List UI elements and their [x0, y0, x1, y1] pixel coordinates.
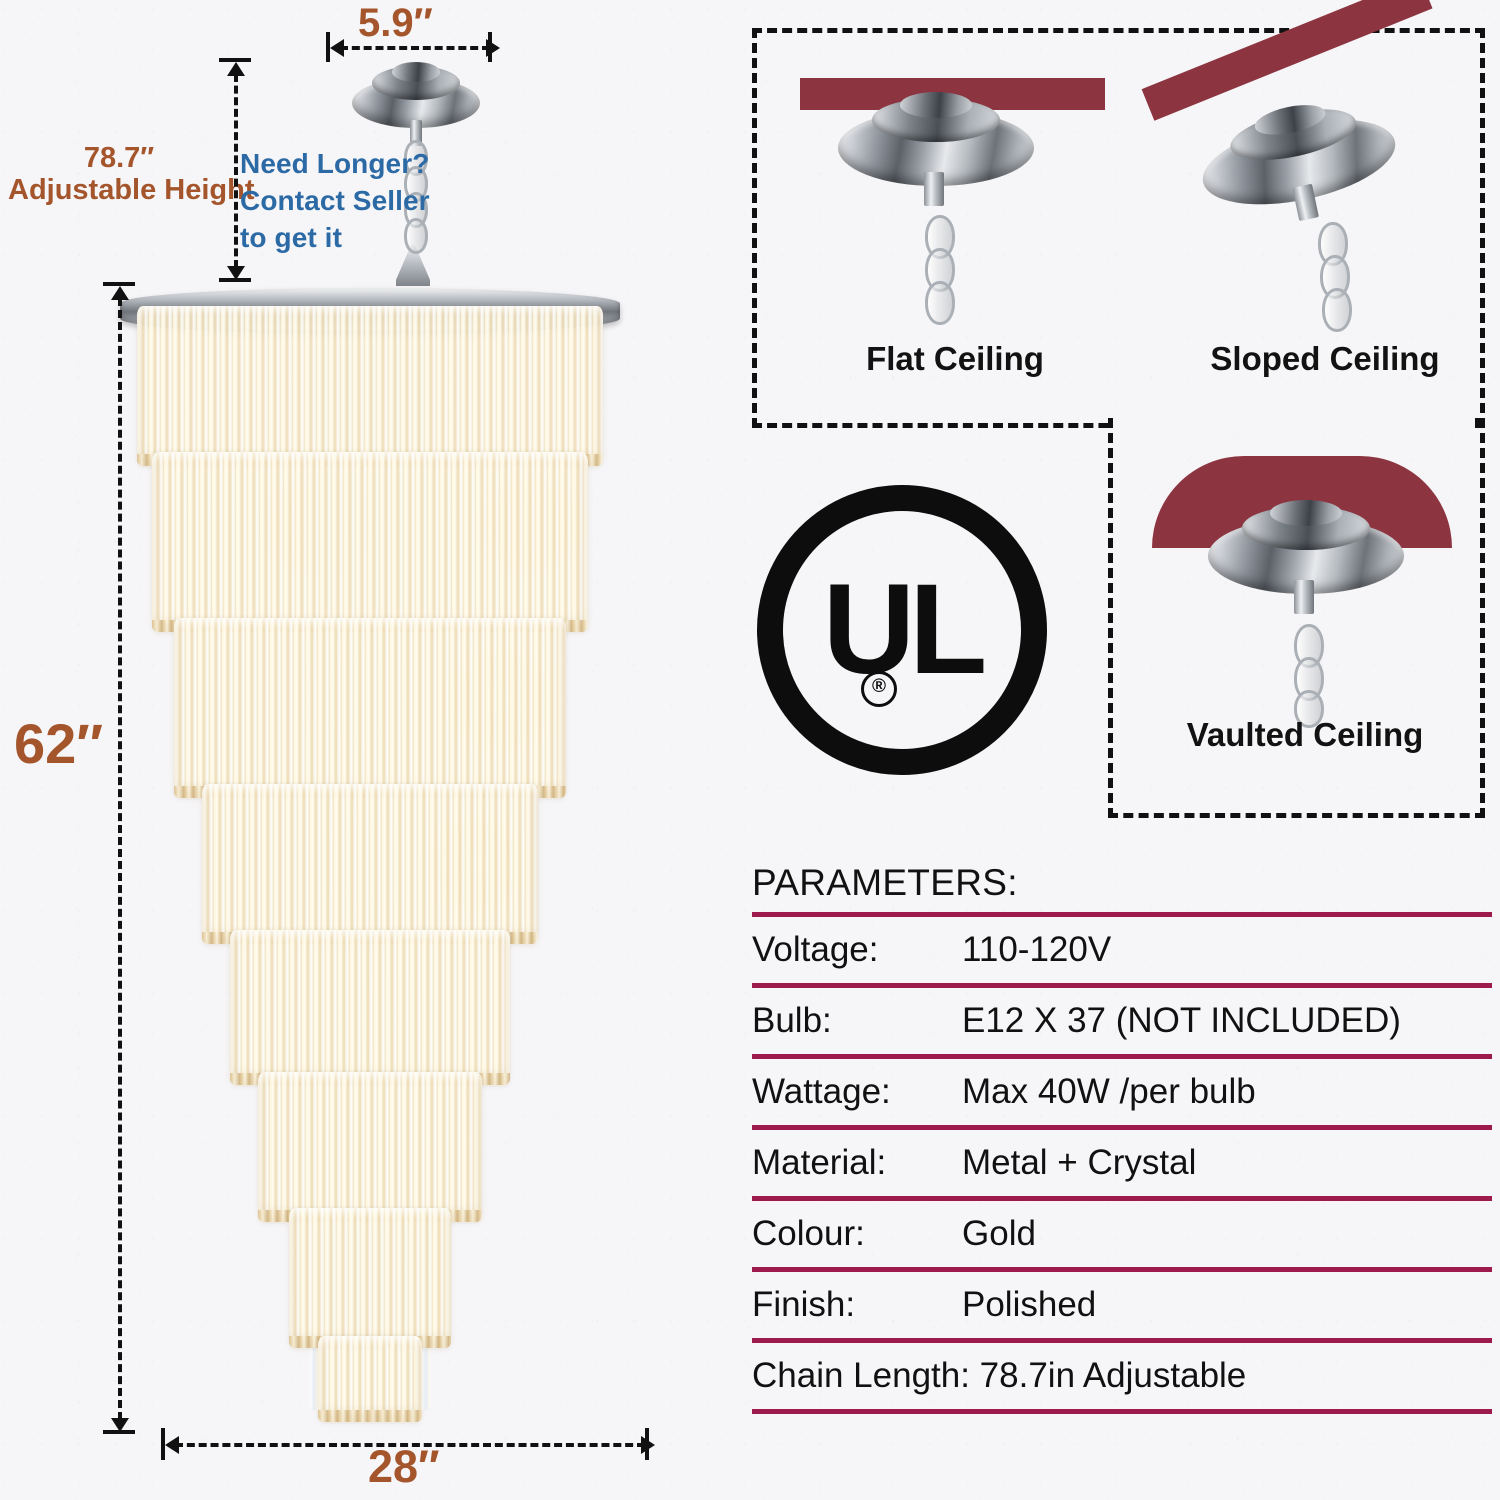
table-rule — [752, 983, 1492, 988]
adjustable-height-label: Adjustable Height — [8, 174, 255, 207]
adjustable-height-annotation: 78.7″ Adjustable Height — [8, 142, 255, 207]
row-key: Colour: — [752, 1214, 865, 1253]
canopy-flat — [838, 92, 1034, 206]
row-value: 110-120V — [962, 930, 1112, 969]
dimension-line-top-width — [340, 46, 490, 50]
row-key: Bulb: — [752, 1001, 832, 1040]
dimension-line-total-width — [175, 1443, 645, 1447]
chain-link — [1294, 690, 1324, 728]
table-rule — [752, 1125, 1492, 1130]
label-flat-ceiling: Flat Ceiling — [866, 340, 1044, 377]
dimension-tick — [161, 1428, 165, 1460]
ul-mark-text: UL — [822, 558, 988, 701]
registered-trademark-icon: ® — [861, 671, 897, 707]
ul-certification-icon: UL ® — [757, 485, 1047, 775]
table-row: Wattage: Max 40W /per bulb — [752, 1059, 1492, 1125]
row-value: Metal + Crystal — [962, 1143, 1197, 1182]
dimension-tick — [219, 58, 251, 62]
dimension-line-adjustable-height — [234, 74, 238, 268]
parameters-table: PARAMETERS: Voltage: 110-120V Bulb: E12 … — [752, 862, 1492, 1414]
tier-1 — [137, 306, 603, 466]
contact-seller-note: Need Longer? Contact Seller to get it — [240, 146, 430, 257]
row-key: Voltage: — [752, 930, 879, 969]
chandelier-illustration — [0, 0, 740, 1500]
note-line-2: Contact Seller — [240, 184, 430, 216]
table-row: Material: Metal + Crystal — [752, 1130, 1492, 1196]
table-rule — [752, 1409, 1492, 1414]
tier-5 — [230, 930, 510, 1085]
table-row: Voltage: 110-120V — [752, 917, 1492, 983]
tier-7 — [289, 1208, 451, 1348]
chain-link — [925, 281, 955, 325]
table-rule — [752, 1054, 1492, 1059]
dimension-tick — [645, 1428, 649, 1460]
row-value: Polished — [962, 1285, 1097, 1324]
row-value: E12 X 37 (NOT INCLUDED) — [962, 1001, 1401, 1040]
label-sloped-ceiling: Sloped Ceiling — [1210, 340, 1440, 377]
tier-2 — [152, 452, 588, 632]
dimension-label-total-height: 62″ — [14, 712, 104, 775]
arrow-down-icon — [111, 1418, 129, 1432]
canopy-vaulted — [1208, 500, 1404, 614]
row-key: Wattage: — [752, 1072, 891, 1111]
arrow-up-icon — [227, 62, 245, 76]
label-vaulted-ceiling: Vaulted Ceiling — [1186, 716, 1424, 753]
table-rule — [752, 1196, 1492, 1201]
table-row-chain-length: Chain Length: 78.7in Adjustable — [752, 1356, 1247, 1395]
dimension-label-top-width: 5.9″ — [358, 1, 433, 45]
arrow-down-icon — [227, 266, 245, 280]
parameters-title: PARAMETERS: — [752, 862, 1018, 903]
tier-4 — [202, 784, 538, 944]
arrow-left-icon — [330, 39, 344, 57]
tier-8 — [318, 1336, 422, 1422]
dimension-tick — [103, 282, 135, 286]
arrow-left-icon — [165, 1436, 179, 1454]
row-key: Material: — [752, 1143, 887, 1182]
adjustable-height-value: 78.7″ — [83, 142, 155, 174]
dimension-tick — [103, 1430, 135, 1434]
dimension-line-total-height — [118, 298, 122, 1420]
chain-link — [1322, 288, 1352, 332]
table-row: Colour: Gold — [752, 1201, 1492, 1267]
panel-seam-mask — [1113, 408, 1471, 430]
ceiling-canopy — [352, 62, 480, 146]
note-line-1: Need Longer? — [240, 148, 430, 179]
tier-6 — [258, 1072, 482, 1222]
arrow-up-icon — [111, 286, 129, 300]
table-rule — [752, 912, 1492, 917]
table-row: Bulb: E12 X 37 (NOT INCLUDED) — [752, 988, 1492, 1054]
row-value: Max 40W /per bulb — [962, 1072, 1256, 1111]
dimension-tick — [219, 278, 251, 282]
row-value: Gold — [962, 1214, 1036, 1253]
table-row: Finish: Polished — [752, 1272, 1492, 1338]
tier-3 — [174, 618, 566, 798]
dimension-tick — [488, 32, 492, 62]
dimension-tick — [326, 32, 330, 62]
table-rule — [752, 1267, 1492, 1272]
table-rule — [752, 1338, 1492, 1343]
row-key: Finish: — [752, 1285, 856, 1324]
note-line-3: to get it — [240, 221, 342, 253]
dimension-label-total-width: 28″ — [368, 1441, 440, 1492]
